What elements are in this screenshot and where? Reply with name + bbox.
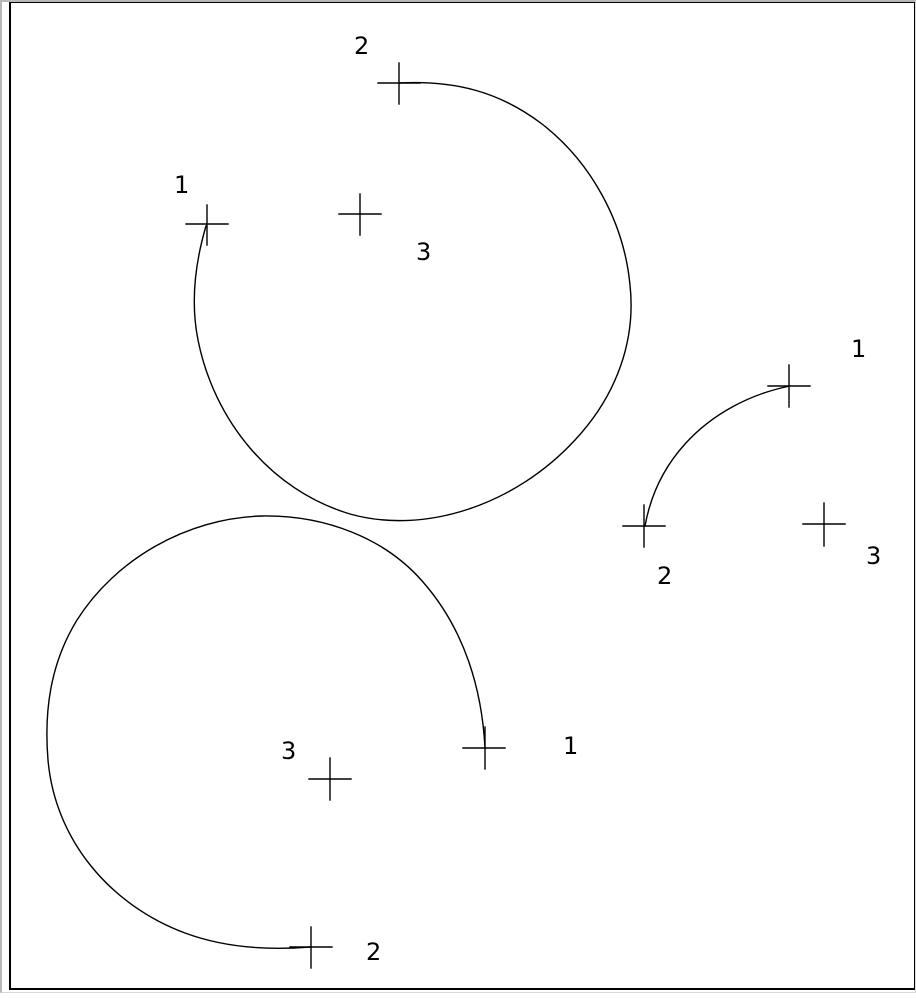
crosshair-icon bbox=[289, 926, 333, 969]
arc-right bbox=[644, 385, 791, 527]
point-label-3: 3 bbox=[281, 737, 296, 765]
arc-group-bottom-left: 1 2 3 bbox=[46, 515, 578, 969]
crosshair-icon bbox=[462, 726, 506, 770]
point-label-2: 2 bbox=[354, 32, 369, 60]
crosshair-icon bbox=[338, 193, 382, 236]
arc-group-top: 1 2 3 bbox=[174, 32, 632, 522]
crosshair-icon bbox=[802, 502, 846, 547]
crosshair-icon bbox=[767, 364, 811, 408]
point-label-3: 3 bbox=[416, 238, 431, 266]
crosshair-icon bbox=[622, 504, 666, 548]
arc-top bbox=[193, 81, 632, 522]
point-label-1: 1 bbox=[851, 335, 866, 363]
arc-bottom-left bbox=[46, 515, 486, 950]
point-label-2: 2 bbox=[366, 938, 381, 966]
point-label-1: 1 bbox=[563, 732, 578, 760]
arc-group-right: 1 2 3 bbox=[622, 335, 881, 590]
point-label-1: 1 bbox=[174, 171, 189, 199]
crosshair-icon bbox=[308, 757, 352, 801]
point-label-2: 2 bbox=[657, 562, 672, 590]
point-label-3: 3 bbox=[866, 542, 881, 570]
crosshair-icon bbox=[377, 62, 421, 105]
crosshair-icon bbox=[185, 204, 229, 246]
